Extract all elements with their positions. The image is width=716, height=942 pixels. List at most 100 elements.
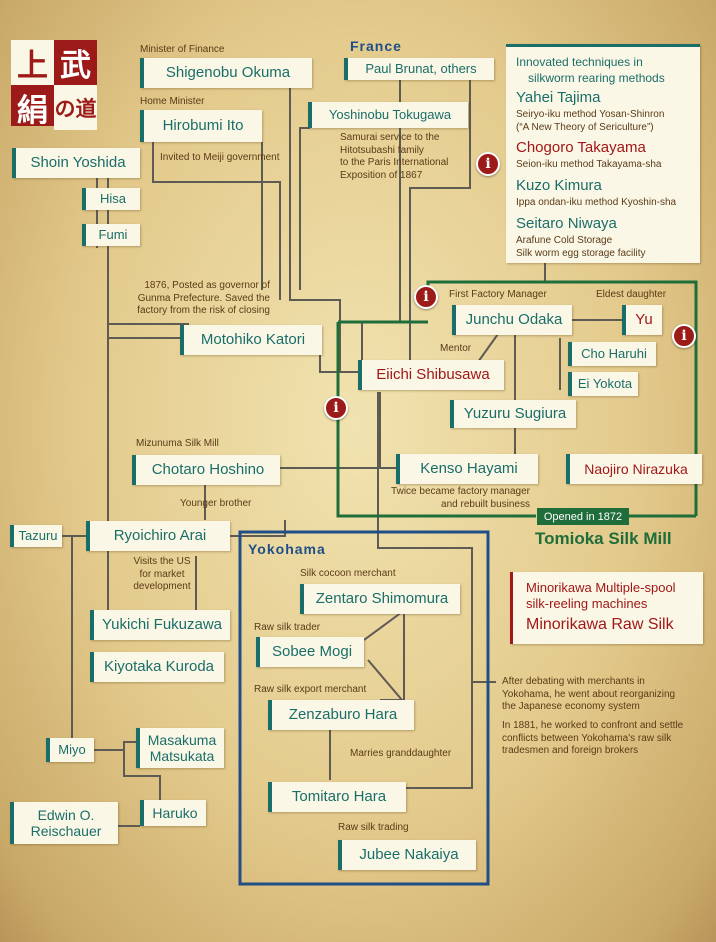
info-icon[interactable]: i (414, 285, 438, 309)
node-yuzuru-sugiura[interactable]: Yuzuru Sugiura (450, 400, 576, 428)
node-jubee-nakaiya[interactable]: Jubee Nakaiya (338, 840, 476, 870)
tech-yahei-tajima[interactable]: Yahei Tajima (516, 89, 601, 106)
logo-char: 武 (60, 48, 91, 84)
region-yokohama: Yokohama (248, 541, 326, 557)
node-yukichi-fukuzawa[interactable]: Yukichi Fukuzawa (90, 610, 230, 640)
tech-takayama-sub: Seion-iku method Takayama-sha (516, 159, 662, 170)
note-line: After debating with merchants in (502, 676, 645, 687)
node-ei-yokota[interactable]: Ei Yokota (568, 372, 638, 396)
heading-line: silkworm rearing methods (528, 70, 665, 85)
note-eldest-daughter: Eldest daughter (596, 289, 667, 300)
info-icon[interactable]: i (324, 396, 348, 420)
node-shigenobu-okuma[interactable]: Shigenobu Okuma (140, 58, 312, 88)
note-line: tradesmen and foreign brokers (502, 745, 639, 756)
sub-line: (“A New Theory of Sericulture”) (516, 121, 654, 133)
node-zentaro-shimomura[interactable]: Zentaro Shimomura (300, 584, 460, 614)
note-younger-brother: Younger brother (180, 498, 252, 509)
node-fumi[interactable]: Fumi (82, 224, 140, 246)
name-line: Matsukata (149, 748, 215, 764)
note-line: Gunma Prefecture. Saved the (137, 292, 270, 304)
note-line: Twice became factory manager (391, 486, 530, 497)
node-junchu-odaka[interactable]: Junchu Odaka (452, 305, 572, 335)
node-shoin-yoshida[interactable]: Shoin Yoshida (12, 148, 140, 178)
minorikawa-box: Minorikawa Multiple-spool silk-reeling m… (510, 572, 703, 644)
note-line: and rebuilt business (441, 498, 530, 510)
name-line: Reischauer (30, 823, 102, 839)
node-masakuma-matsukata[interactable]: Masakuma Matsukata (136, 728, 224, 768)
heading-line: Innovated techniques in (516, 55, 643, 69)
minorikawa-raw-silk[interactable]: Minorikawa Raw Silk (526, 616, 674, 633)
mino-line: silk-reeling machines (526, 596, 648, 612)
note-samurai: Samurai service to the Hitotsubashi fami… (340, 132, 448, 182)
note-line: conflicts between Yokohama's raw silk (502, 732, 672, 744)
note-raw-silk-trader: Raw silk trader (254, 622, 321, 633)
tech-kuzo-kimura[interactable]: Kuzo Kimura (516, 177, 602, 194)
note-line: for market (139, 568, 185, 580)
note-export-merchant: Raw silk export merchant (254, 684, 367, 695)
note-minister-finance: Minister of Finance (140, 44, 225, 55)
tech-kimura-sub: Ippa ondan-iku method Kyoshin-sha (516, 197, 677, 208)
logo-char: 絹 (17, 93, 48, 129)
note-first-manager: First Factory Manager (449, 289, 547, 300)
name-line: Edwin O. (37, 806, 95, 823)
node-eiichi-shibusawa[interactable]: Eiichi Shibusawa (358, 360, 504, 390)
node-kiyotaka-kuroda[interactable]: Kiyotaka Kuroda (90, 652, 224, 682)
note-marries: Marries granddaughter (350, 748, 452, 759)
node-edwin-reischauer[interactable]: Edwin O. Reischauer (10, 802, 118, 844)
node-tomitaro-hara[interactable]: Tomitaro Hara (268, 782, 406, 812)
note-line: Visits the US (133, 556, 191, 567)
node-miyo[interactable]: Miyo (46, 738, 94, 762)
tech-chogoro-takayama[interactable]: Chogoro Takayama (516, 139, 646, 156)
note-line: factory from the risk of closing (137, 305, 270, 316)
node-yoshinobu-tokugawa[interactable]: Yoshinobu Tokugawa (308, 102, 468, 128)
sub-line: Silk worm egg storage facility (516, 247, 646, 259)
node-hisa[interactable]: Hisa (82, 188, 140, 210)
node-haruko[interactable]: Haruko (140, 800, 206, 826)
note-mizunuma: Mizunuma Silk Mill (136, 438, 219, 449)
node-zenzaburo-hara[interactable]: Zenzaburo Hara (268, 700, 414, 730)
node-cho-haruhi[interactable]: Cho Haruhi (568, 342, 656, 366)
note-line: In 1881, he worked to confront and settl… (502, 720, 684, 731)
node-sobee-mogi[interactable]: Sobee Mogi (256, 637, 364, 667)
note-line: 1876, Posted as governor of (144, 280, 270, 291)
note-visits-us: Visits the US for market development (124, 556, 200, 594)
note-invited: Invited to Meiji government (160, 152, 280, 163)
note-settle: In 1881, he worked to confront and settl… (502, 720, 683, 758)
note-debating: After debating with merchants in Yokoham… (502, 676, 675, 714)
logo-char: の道 (54, 85, 97, 130)
node-ryoichiro-arai[interactable]: Ryoichiro Arai (86, 521, 230, 551)
note-line: Samurai service to the (340, 132, 440, 143)
name-line: Masakuma (147, 731, 217, 748)
node-kenso-hayami[interactable]: Kenso Hayami (396, 454, 538, 484)
tomioka-title: Tomioka Silk Mill (535, 529, 672, 548)
info-icon[interactable]: i (476, 152, 500, 176)
sub-line: Seiryo-iku method Yosan-Shinron (516, 109, 665, 120)
node-paul-brunat[interactable]: Paul Brunat, others (344, 58, 494, 80)
node-naojiro-nirazuka[interactable]: Naojiro Nirazuka (566, 454, 702, 484)
note-cocoon-merchant: Silk cocoon merchant (300, 568, 396, 579)
node-motohiko-katori[interactable]: Motohiko Katori (180, 325, 322, 355)
node-hirobumi-ito[interactable]: Hirobumi Ito (140, 110, 262, 142)
note-line: the Japanese economy system (502, 701, 640, 712)
techniques-panel: Innovated techniques in silkworm rearing… (506, 44, 700, 263)
note-mentor: Mentor (440, 343, 472, 354)
note-raw-silk-trading: Raw silk trading (338, 822, 409, 833)
info-icon[interactable]: i (672, 324, 696, 348)
note-twice: Twice became factory manager and rebuilt… (370, 486, 530, 511)
tech-tajima-sub: Seiryo-iku method Yosan-Shinron (“A New … (516, 109, 664, 134)
note-line: Yokohama, he went about reorganizing (502, 688, 676, 700)
opened-badge: Opened in 1872 (537, 508, 629, 525)
node-yu[interactable]: Yu (622, 305, 662, 335)
node-chotaro-hoshino[interactable]: Chotaro Hoshino (132, 455, 280, 485)
sub-line: Arafune Cold Storage (516, 235, 613, 246)
note-line: Hitotsubashi family (340, 144, 424, 156)
mino-line: Minorikawa Multiple-spool (526, 580, 676, 595)
note-line: development (133, 581, 191, 592)
note-line: to the Paris International (340, 157, 449, 168)
tech-seitaro-niwaya[interactable]: Seitaro Niwaya (516, 215, 617, 232)
logo: 上 武 絹 の道 (11, 40, 97, 130)
minorikawa-machines: Minorikawa Multiple-spool silk-reeling m… (526, 580, 676, 613)
node-tazuru[interactable]: Tazuru (10, 525, 62, 547)
